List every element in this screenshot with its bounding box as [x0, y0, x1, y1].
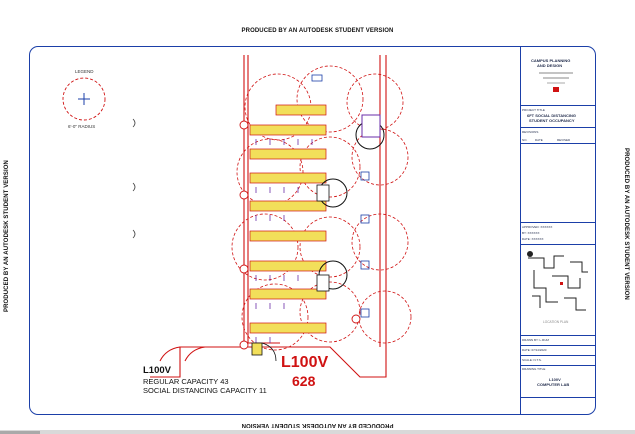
drawing-title-line2: COMPUTER LAB [537, 382, 570, 387]
title-block-divider [521, 355, 595, 356]
title-block-divider [521, 143, 595, 144]
column-markers [239, 120, 361, 350]
watermark-left: PRODUCED BY AN AUTODESK STUDENT VERSION [4, 160, 10, 312]
revisions-col-no: NO. [522, 138, 528, 142]
wall-mark [132, 118, 136, 128]
project-title-line1: 6FT SOCIAL DISTANCING [527, 113, 576, 118]
by-field: BY: XXXXXX [522, 231, 540, 235]
title-block-divider [521, 397, 595, 398]
title-block-divider [521, 365, 595, 366]
drawing-sheet: LEGEND 6'-0" RADIUS L100V REGULAR CAPACI… [29, 46, 596, 415]
viewer-scrollbar-thumb[interactable] [0, 431, 40, 434]
location-plan-map [527, 251, 588, 311]
room-tag-name: L100V [281, 354, 329, 371]
title-block: CAMPUS PLANNING AND DESIGN PROJECT TITLE… [520, 47, 595, 414]
wall-mark [132, 229, 136, 239]
watermark-right: PRODUCED BY AN AUTODESK STUDENT VERSION [623, 148, 629, 300]
location-plan-label: LOCATION PLAN [543, 320, 569, 324]
legend-radius-label: 6'-0" RADIUS [68, 124, 96, 129]
title-block-divider [521, 222, 595, 223]
room-name: L100V [143, 365, 171, 376]
title-block-divider [521, 335, 595, 336]
date-field-bottom: DATE: 07/14/2020 [522, 348, 547, 352]
watermark-top: PRODUCED BY AN AUTODESK STUDENT VERSION [241, 28, 394, 34]
floor-plan-drawing [62, 55, 412, 378]
org-name-line2: AND DESIGN [537, 63, 563, 68]
desk-rows [249, 104, 327, 334]
room-tag-number: 628 [292, 373, 316, 389]
wall-mark [132, 182, 136, 192]
legend-radius-symbol [62, 77, 106, 121]
chair-markers [255, 139, 313, 343]
org-name-line1: CAMPUS PLANNING [531, 58, 571, 63]
title-block-divider [521, 127, 595, 128]
drawing-title-line1: L100V [549, 377, 561, 382]
wall-fixtures [311, 74, 370, 318]
revisions-col-revised: REVISED [557, 138, 571, 142]
project-title-line2: STUDENT OCCUPANCY [529, 118, 575, 123]
watermark-bottom: PRODUCED BY AN AUTODESK STUDENT VERSION [241, 422, 394, 428]
org-logo-icon [539, 72, 573, 92]
drawing-title-label: DRAWING TITLE [522, 367, 546, 371]
legend-title: LEGEND [75, 69, 94, 74]
scale-field: SCALE: N.T.S. [522, 358, 542, 362]
title-block-divider [521, 244, 595, 245]
social-distancing-capacity: SOCIAL DISTANCING CAPACITY 11 [143, 386, 267, 395]
approved-field: APPROVED: XXXXXX [522, 225, 553, 229]
title-block-divider [521, 105, 595, 106]
occupied-seat-markers [316, 114, 385, 292]
drawn-by-field: DRAWN BY: L.RUIZ [522, 338, 550, 342]
date-field-top: DATE: XXXXXX [522, 237, 544, 241]
regular-capacity: REGULAR CAPACITY 43 [143, 377, 229, 386]
entry-door [251, 342, 277, 362]
viewer-scrollbar[interactable] [0, 430, 635, 434]
title-block-divider [521, 345, 595, 346]
revisions-label: REVISIONS [522, 130, 539, 134]
revisions-col-date: DATE [535, 138, 543, 142]
project-title-label: PROJECT TITLE [522, 108, 545, 112]
